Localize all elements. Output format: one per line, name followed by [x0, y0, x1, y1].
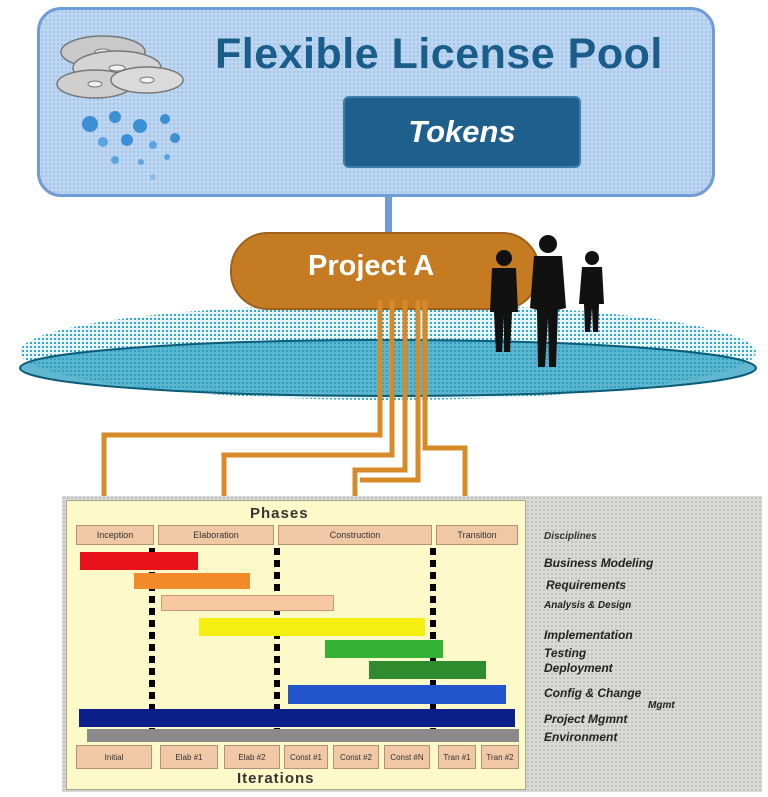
iterations-title: Iterations: [237, 770, 315, 787]
people-silhouette-icon: [490, 235, 604, 367]
bar-analysis-design: [161, 595, 334, 611]
iteration-box: Const #N: [384, 745, 430, 769]
bar-project-mgmt: [79, 709, 515, 727]
discipline-label: Business Modeling: [544, 556, 654, 570]
disciplines-title: Disciplines: [544, 531, 597, 542]
phase-elaboration: Elaboration: [158, 525, 274, 545]
bar-testing: [325, 640, 443, 658]
pool-connector-line: [385, 197, 392, 237]
platform-disc: [19, 304, 757, 400]
phase-separator: [274, 548, 280, 738]
discipline-label: Mgmt: [648, 700, 675, 711]
iteration-box: Initial: [76, 745, 152, 769]
phase-transition: Transition: [436, 525, 518, 545]
bar-business-modeling: [80, 552, 198, 570]
discipline-label: Implementation: [544, 628, 633, 642]
phase-separator: [149, 548, 155, 738]
project-connector-lines: [101, 300, 468, 500]
phase-inception: Inception: [76, 525, 154, 545]
disc-cluster-icon: [56, 35, 184, 180]
iteration-box: Const #1: [284, 745, 328, 769]
iteration-box: Elab #2: [224, 745, 280, 769]
bar-config-change: [288, 685, 506, 704]
iteration-box: Tran #1: [438, 745, 476, 769]
bar-requirements: [134, 573, 250, 589]
phases-title: Phases: [250, 505, 309, 522]
phase-construction: Construction: [278, 525, 432, 545]
iteration-box: Tran #2: [481, 745, 519, 769]
pool-title: Flexible License Pool: [215, 30, 663, 78]
discipline-label: Testing: [544, 646, 587, 660]
bar-implementation: [199, 618, 425, 636]
tokens-label: Tokens: [408, 114, 516, 149]
discipline-label: Project Mgmnt: [544, 712, 628, 726]
iteration-box: Const #2: [333, 745, 379, 769]
discipline-label: Analysis & Design: [544, 600, 632, 611]
discipline-label: Requirements: [546, 578, 627, 592]
discipline-label: Environment: [544, 730, 618, 744]
iteration-box: Elab #1: [160, 745, 218, 769]
discipline-label: Config & Change: [544, 686, 642, 700]
tokens-box: Tokens: [343, 96, 581, 168]
project-label: Project A: [308, 250, 435, 282]
bar-environment: [87, 729, 519, 742]
discipline-label: Deployment: [544, 661, 613, 675]
bar-deployment: [369, 661, 486, 679]
